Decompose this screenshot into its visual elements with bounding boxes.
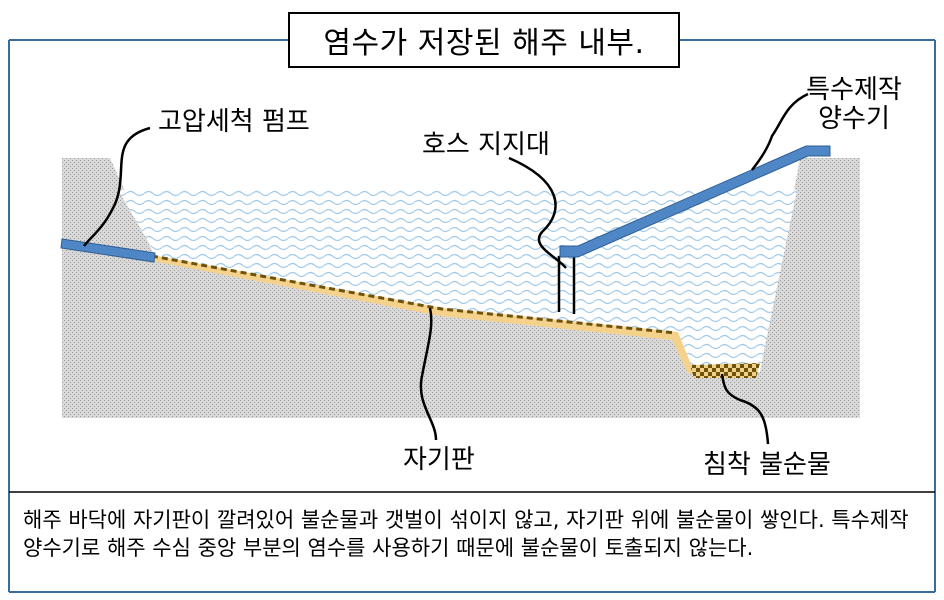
leader-lines <box>83 92 809 445</box>
hose-support <box>557 256 576 314</box>
leader-special-pump <box>751 92 809 171</box>
special-pump-pipe <box>559 145 831 258</box>
leader-plate <box>419 307 438 441</box>
ground <box>62 158 860 418</box>
magnetic-plate <box>152 255 694 374</box>
page-title: 염수가 저장된 해주 내부. <box>288 12 680 68</box>
label-special-pump-line1: 특수제작 <box>806 75 902 105</box>
sediment-layer-slope <box>151 254 677 335</box>
sediment-pile <box>690 363 760 378</box>
caption-text: 해주 바닥에 자기판이 깔려있어 불순물과 갯벌이 섞이지 않고, 자기판 위에… <box>23 508 909 560</box>
outer-frame <box>8 39 936 593</box>
leader-pump <box>83 126 151 247</box>
label-sediment: 침착 불순물 <box>703 450 831 480</box>
leader-sediment <box>720 373 770 445</box>
label-magnetic-plate: 자기판 <box>403 445 475 475</box>
leader-hose-support <box>508 156 567 269</box>
label-special-pump: 특수제작 양수기 <box>798 76 910 133</box>
label-hose-support: 호스 지지대 <box>422 130 550 160</box>
label-high-pressure-pump: 고압세척 펌프 <box>158 107 310 137</box>
label-special-pump-line2: 양수기 <box>818 103 890 134</box>
